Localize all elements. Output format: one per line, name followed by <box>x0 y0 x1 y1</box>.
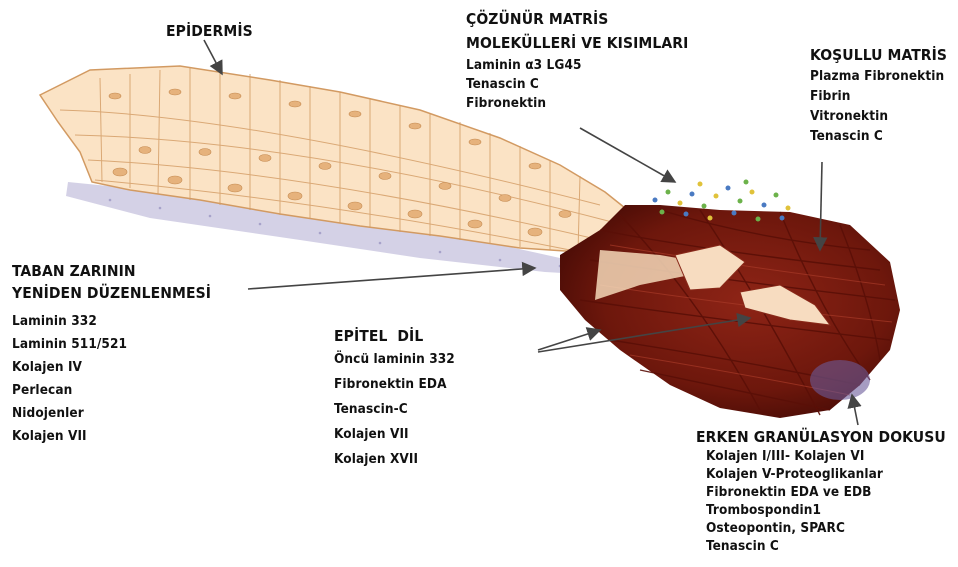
label-granulation-tissue: ERKEN GRANÜLASYON DOKUSU Kolajen I/III- … <box>696 428 946 555</box>
soluble-item: Fibronektin <box>466 95 688 112</box>
label-provisional-matrix: KOŞULLU MATRİS Plazma Fibronektin Fibrin… <box>810 46 947 145</box>
granulation-item: Trombospondin1 <box>706 502 946 519</box>
label-epithelial-tongue: EPİTEL DİL Öncü laminin 332 Fibronektin … <box>334 327 455 468</box>
basement-title-2: YENİDEN DÜZENLENMESİ <box>12 284 211 303</box>
tongue-item: Kolajen XVII <box>334 451 455 468</box>
label-soluble-matrix: ÇÖZÜNÜR MATRİS MOLEKÜLLERİ VE KISIMLARI … <box>466 10 688 112</box>
basement-item: Laminin 332 <box>12 313 211 330</box>
tongue-items: Öncü laminin 332 Fibronektin EDA Tenasci… <box>334 351 455 468</box>
soluble-items: Laminin α3 LG45 Tenascin C Fibronektin <box>466 57 688 112</box>
arrow-basement <box>248 268 535 289</box>
provisional-item: Plazma Fibronektin <box>810 68 947 85</box>
arrow-epidermis <box>204 40 222 74</box>
blood-vessel <box>810 360 870 400</box>
soluble-title-2: MOLEKÜLLERİ VE KISIMLARI <box>466 34 688 53</box>
label-basement-membrane: TABAN ZARININ YENİDEN DÜZENLENMESİ Lamin… <box>12 262 211 445</box>
granulation-item: Kolajen V-Proteoglikanlar <box>706 466 946 483</box>
arrow-soluble <box>580 128 675 182</box>
basement-item: Kolajen IV <box>12 359 211 376</box>
soluble-item: Laminin α3 LG45 <box>466 57 688 74</box>
arrow-granulation <box>852 395 858 425</box>
granulation-item: Fibronektin EDA ve EDB <box>706 484 946 501</box>
soluble-title-1: ÇÖZÜNÜR MATRİS <box>466 10 688 29</box>
granulation-item: Kolajen I/III- Kolajen VI <box>706 448 946 465</box>
tongue-item: Kolajen VII <box>334 426 455 443</box>
provisional-items: Plazma Fibronektin Fibrin Vitronektin Te… <box>810 68 947 145</box>
basement-item: Laminin 511/521 <box>12 336 211 353</box>
soluble-item: Tenascin C <box>466 76 688 93</box>
granulation-item: Tenascin C <box>706 538 946 555</box>
basement-items: Laminin 332 Laminin 511/521 Kolajen IV P… <box>12 313 211 445</box>
granulation-items: Kolajen I/III- Kolajen VI Kolajen V-Prot… <box>706 448 946 555</box>
basement-item: Kolajen VII <box>12 428 211 445</box>
provisional-item: Fibrin <box>810 88 947 105</box>
label-epidermis: EPİDERMİS <box>166 22 253 41</box>
provisional-item: Tenascin C <box>810 128 947 145</box>
tongue-item: Fibronektin EDA <box>334 376 455 393</box>
granulation-item: Osteopontin, SPARC <box>706 520 946 537</box>
tongue-item: Tenascin-C <box>334 401 455 418</box>
granulation-title: ERKEN GRANÜLASYON DOKUSU <box>696 428 946 447</box>
provisional-item: Vitronektin <box>810 108 947 125</box>
provisional-title: KOŞULLU MATRİS <box>810 46 947 65</box>
basement-item: Perlecan <box>12 382 211 399</box>
basement-title-1: TABAN ZARININ <box>12 262 211 281</box>
tongue-title: EPİTEL DİL <box>334 327 455 346</box>
basement-item: Nidojenler <box>12 405 211 422</box>
tongue-item: Öncü laminin 332 <box>334 351 455 368</box>
